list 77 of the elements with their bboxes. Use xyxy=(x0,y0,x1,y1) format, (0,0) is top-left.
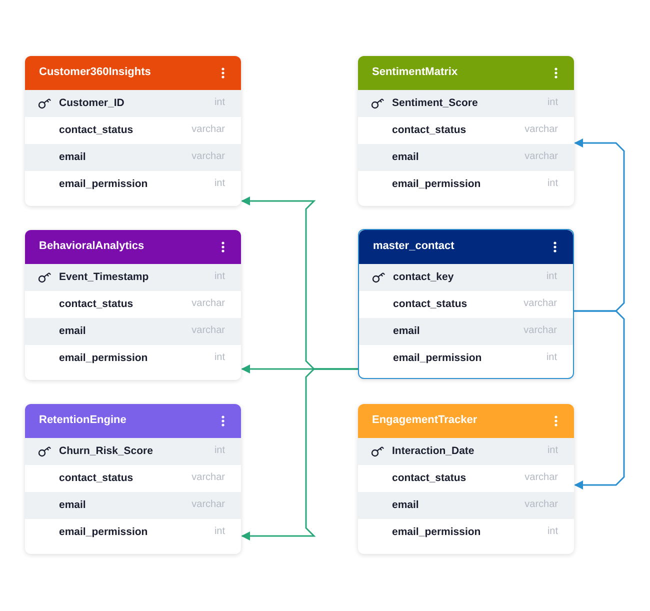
data-type: varchar xyxy=(192,472,225,483)
table-card xyxy=(358,229,574,379)
table-title: Customer360Insights xyxy=(39,66,151,78)
field-row xyxy=(358,144,574,171)
field-name: email xyxy=(59,499,86,511)
field-name: contact_status xyxy=(59,472,134,484)
field-row xyxy=(358,465,574,492)
field-row xyxy=(25,345,241,372)
field-name: email xyxy=(59,151,86,163)
field-row xyxy=(25,90,241,117)
table-title: BehavioralAnalytics xyxy=(39,240,144,252)
field-row xyxy=(358,90,574,117)
field-name: email_permission xyxy=(59,178,148,190)
data-type: varchar xyxy=(524,325,557,336)
field-name: email_permission xyxy=(59,526,148,538)
field-name: contact_status xyxy=(59,124,134,136)
field-name: Customer_ID xyxy=(59,97,124,109)
field-name: Sentiment_Score xyxy=(392,97,478,109)
data-type: int xyxy=(547,97,558,108)
table-title: master_contact xyxy=(373,240,454,252)
field-name: contact_status xyxy=(392,472,466,484)
data-type: varchar xyxy=(524,124,558,135)
field-name: email_permission xyxy=(59,352,148,364)
data-type: int xyxy=(547,526,558,537)
field-row xyxy=(358,438,574,465)
arrow xyxy=(574,310,625,490)
field-name: contact_status xyxy=(392,124,466,136)
field-name: email xyxy=(392,499,419,511)
data-type: int xyxy=(546,271,557,282)
field-name: Interaction_Date xyxy=(392,445,474,457)
data-type: int xyxy=(546,352,557,363)
table-title: RetentionEngine xyxy=(39,414,126,426)
data-type: int xyxy=(214,352,225,363)
table-title: EngagementTracker xyxy=(372,414,478,426)
data-type: varchar xyxy=(192,499,225,510)
data-type: int xyxy=(214,97,225,108)
field-name: email_permission xyxy=(392,178,481,190)
field-row xyxy=(359,291,573,318)
data-type: varchar xyxy=(524,472,558,483)
data-type: varchar xyxy=(192,298,225,309)
field-row xyxy=(359,345,573,372)
data-type: varchar xyxy=(192,325,225,336)
field-row xyxy=(25,438,241,465)
field-row xyxy=(25,519,241,546)
field-row xyxy=(358,117,574,144)
arrow xyxy=(574,138,625,312)
field-name: contact_status xyxy=(59,298,134,310)
field-name: email xyxy=(393,325,420,337)
field-name: email xyxy=(59,325,86,337)
table-card xyxy=(358,56,574,206)
data-type: int xyxy=(214,526,225,537)
field-name: Event_Timestamp xyxy=(59,271,149,283)
field-name: email_permission xyxy=(393,352,482,364)
data-type: int xyxy=(547,178,558,189)
data-type: int xyxy=(214,271,225,282)
data-type: varchar xyxy=(192,124,225,135)
field-row xyxy=(359,318,573,345)
field-row xyxy=(359,264,573,291)
data-type: varchar xyxy=(524,298,557,309)
table-title: SentimentMatrix xyxy=(372,66,458,78)
field-name: email xyxy=(392,151,419,163)
data-type: int xyxy=(214,445,225,456)
data-type: varchar xyxy=(524,499,558,510)
data-type: varchar xyxy=(192,151,225,162)
field-name: email_permission xyxy=(392,526,481,538)
table-card xyxy=(25,230,241,380)
data-type: varchar xyxy=(524,151,558,162)
data-type: int xyxy=(214,178,225,189)
table-card xyxy=(25,404,241,554)
field-name: contact_status xyxy=(393,298,468,310)
table-card xyxy=(358,404,574,554)
field-name: Churn_Risk_Score xyxy=(59,445,153,457)
field-row xyxy=(25,264,241,291)
arrow xyxy=(241,368,358,540)
table-card xyxy=(25,56,241,206)
field-name: contact_key xyxy=(393,271,454,283)
data-type: int xyxy=(547,445,558,456)
